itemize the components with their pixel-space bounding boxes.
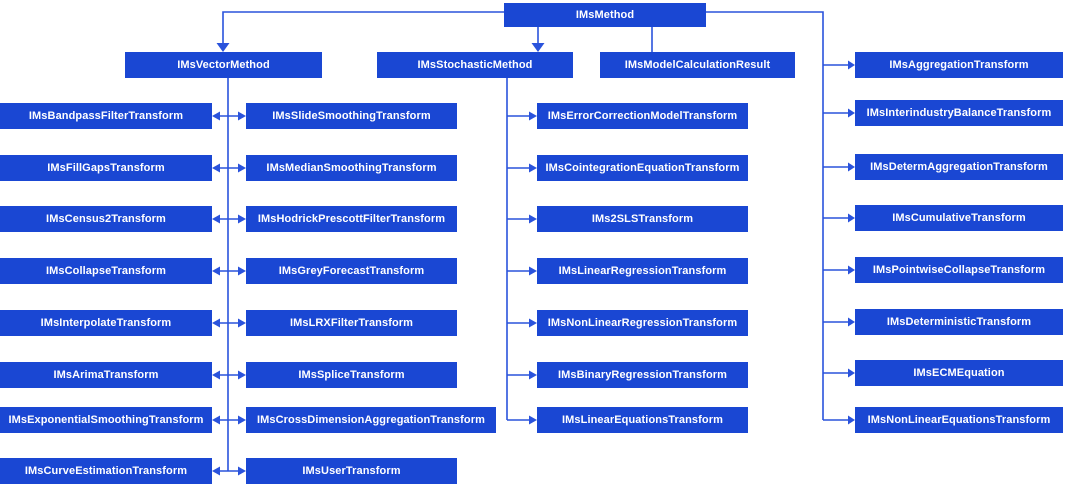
node-imsmediansmoothingtransform: IMsMedianSmoothingTransform (246, 155, 457, 181)
node-imscensus2transform: IMsCensus2Transform (0, 206, 212, 232)
node-imsexponentialsmoothingtransform: IMsExponentialSmoothingTransform (0, 407, 212, 433)
node-imsecmequation: IMsECMEquation (855, 360, 1063, 386)
node-imscollapsetransform: IMsCollapseTransform (0, 258, 212, 284)
connector-root-right-spine (706, 11, 855, 425)
node-ims2slstransform: IMs2SLSTransform (537, 206, 748, 232)
node-imssplicetransform: IMsSpliceTransform (246, 362, 457, 388)
node-imsdetermaggregationtransform: IMsDetermAggregationTransform (855, 154, 1063, 180)
node-imslinearequationstransform: IMsLinearEquationsTransform (537, 407, 748, 433)
node-imsusertransform: IMsUserTransform (246, 458, 457, 484)
node-imshodrickprescottfiltertransform: IMsHodrickPrescottFilterTransform (246, 206, 457, 232)
node-imscrossdimensionaggregationtransform: IMsCrossDimensionAggregationTransform (246, 407, 496, 433)
node-imscumulativetransform: IMsCumulativeTransform (855, 205, 1063, 231)
node-imsdeterministictransform: IMsDeterministicTransform (855, 309, 1063, 335)
node-imsmodelcalculationresult: IMsModelCalculationResult (600, 52, 795, 78)
node-imslrxfiltertransform: IMsLRXFilterTransform (246, 310, 457, 336)
connector-stochasticmethod-spine (506, 78, 537, 425)
node-imserrorcorrectionmodeltransform: IMsErrorCorrectionModelTransform (537, 103, 748, 129)
node-imsfillgapstransform: IMsFillGapsTransform (0, 155, 212, 181)
node-imsbinaryregressiontransform: IMsBinaryRegressionTransform (537, 362, 748, 388)
node-imsvectormethod: IMsVectorMethod (125, 52, 322, 78)
node-imsnonlinearequationstransform: IMsNonLinearEquationsTransform (855, 407, 1063, 433)
node-imscurveestimationtransform: IMsCurveEstimationTransform (0, 458, 212, 484)
node-imsmethod: IMsMethod (504, 3, 706, 27)
node-imsnonlinearregressiontransform: IMsNonLinearRegressionTransform (537, 310, 748, 336)
node-imsarimatransform: IMsArimaTransform (0, 362, 212, 388)
node-imspointwisecollapsetransform: IMsPointwiseCollapseTransform (855, 257, 1063, 283)
connector-root-to-vectormethod (216, 11, 504, 52)
node-imslinearregressiontransform: IMsLinearRegressionTransform (537, 258, 748, 284)
node-imsgreyforecasttransform: IMsGreyForecastTransform (246, 258, 457, 284)
node-imsslidesmoothingtransform: IMsSlideSmoothingTransform (246, 103, 457, 129)
node-imsinterindustrybalancetransform: IMsInterindustryBalanceTransform (855, 100, 1063, 126)
connector-vectormethod-spine (212, 78, 246, 476)
node-imsinterpolatetransform: IMsInterpolateTransform (0, 310, 212, 336)
connector-root-to-stochasticmethod (531, 27, 545, 52)
node-imsbandpassfiltertransform: IMsBandpassFilterTransform (0, 103, 212, 129)
node-imsaggregationtransform: IMsAggregationTransform (855, 52, 1063, 78)
node-imscointegrationequationtransform: IMsCointegrationEquationTransform (537, 155, 748, 181)
node-imsstochasticmethod: IMsStochasticMethod (377, 52, 573, 78)
